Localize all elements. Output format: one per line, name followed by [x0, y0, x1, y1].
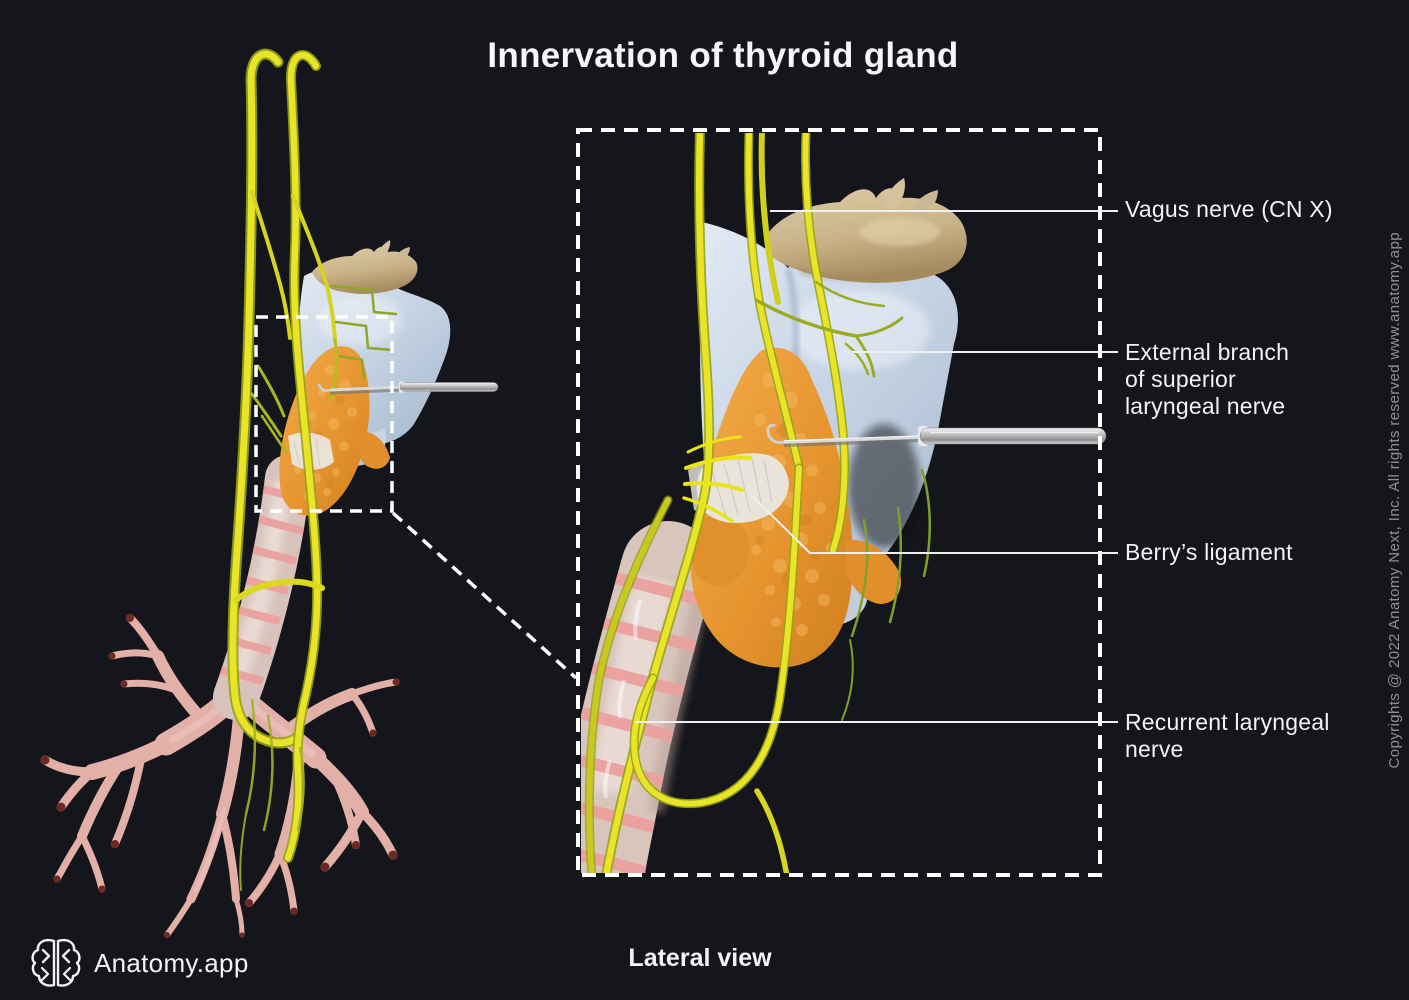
- probe-left: [317, 381, 499, 395]
- label-recurrent-laryngeal-nerve: Recurrent laryngeal nerve: [1125, 709, 1330, 762]
- zoom-panel-box: [576, 128, 1102, 877]
- label-vagus-nerve: Vagus nerve (CN X): [1125, 196, 1333, 222]
- brain-icon: [31, 938, 81, 987]
- label-berrys-ligament: Berry’s ligament: [1125, 539, 1293, 565]
- nerves-left: [227, 48, 398, 891]
- hyoid-bone-zoom: [764, 178, 967, 283]
- probe-zoom: [766, 423, 1107, 447]
- page-title: Innervation of thyroid gland: [487, 36, 959, 75]
- leader-berrys-ligament: [751, 495, 1118, 554]
- zoom-panel-figure: [581, 133, 967, 873]
- bronchi-tips: [40, 614, 400, 938]
- copyright-rail: Copyrights @ 2022 Anatomy Next, Inc. All…: [1381, 0, 1407, 1000]
- thyroid-gland-zoom: [690, 347, 902, 668]
- copyright-text: Copyrights @ 2022 Anatomy Next, Inc. All…: [1385, 231, 1403, 769]
- brand-logo: Anatomy.app: [30, 936, 249, 990]
- left-figure: [40, 48, 499, 938]
- zoom-source-box: [254, 315, 394, 513]
- trachea-zoom: [581, 521, 715, 873]
- bronchial-tree: [40, 614, 400, 938]
- hyoid-bone: [312, 240, 418, 294]
- brand-name: Anatomy.app: [94, 947, 249, 978]
- zoom-connector-line: [391, 511, 578, 680]
- view-caption: Lateral view: [628, 944, 772, 972]
- nerves-zoom: [584, 133, 932, 873]
- zoom-markers: [254, 128, 1102, 877]
- leader-lines: [635, 210, 1118, 723]
- label-external-branch-superior-laryngeal-nerve: External branch of superior laryngeal ne…: [1125, 339, 1290, 419]
